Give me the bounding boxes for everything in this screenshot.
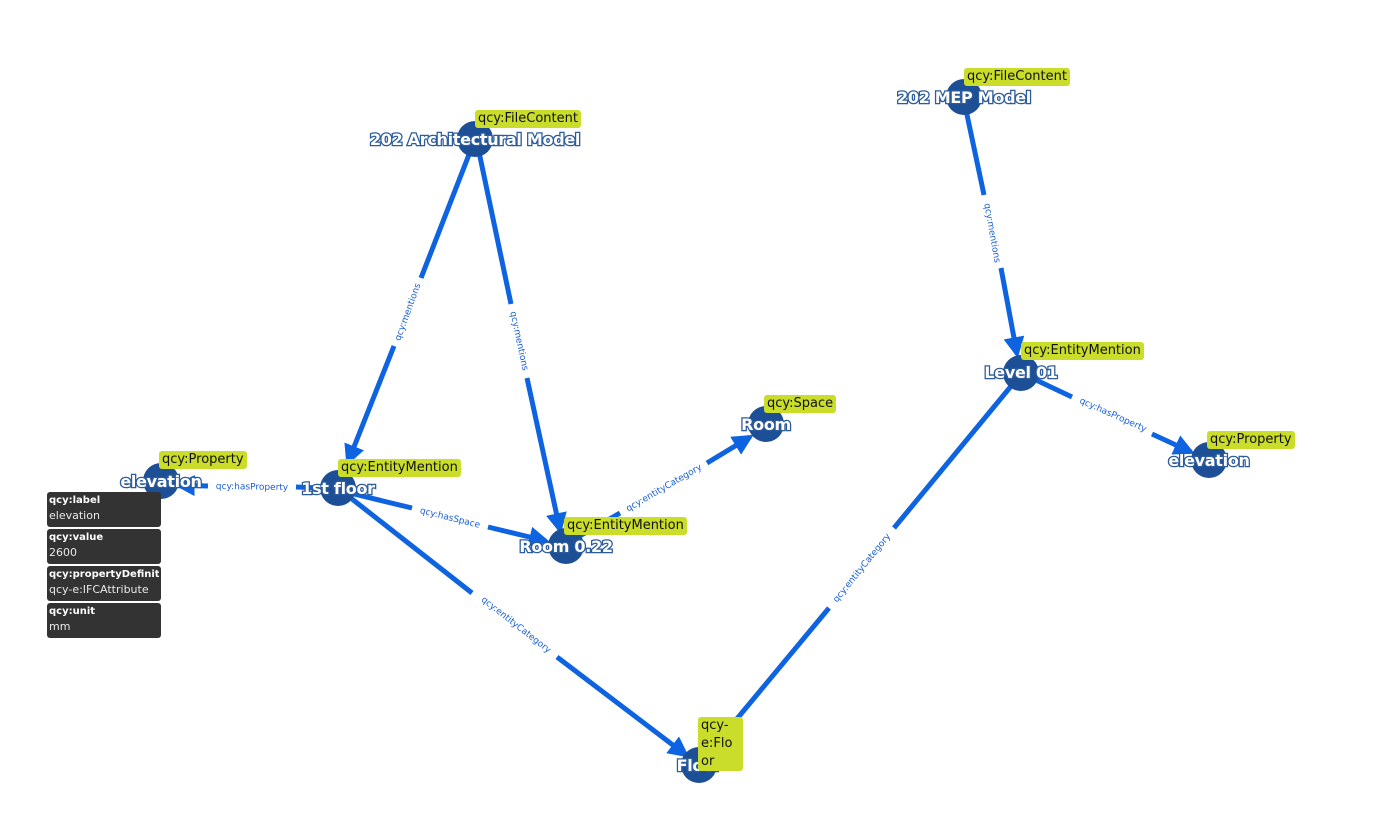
- property-item-value: qcy:value 2600: [47, 529, 161, 564]
- property-item-definition: qcy:propertyDefinition qcy-e:IFCAttribut…: [47, 566, 161, 601]
- property-details-panel: qcy:label elevation qcy:value 2600 qcy:p…: [47, 492, 161, 640]
- node-circle[interactable]: [1191, 442, 1227, 478]
- property-key: qcy:propertyDefinition: [49, 569, 159, 580]
- edge-label: qcy:mentions: [981, 203, 1001, 264]
- node-circle[interactable]: [143, 463, 179, 499]
- node-first-floor[interactable]: 1st floor: [300, 470, 377, 506]
- type-tag-elevation-left: qcy:Property: [159, 451, 247, 469]
- node-room-022[interactable]: Room 0.22: [518, 528, 614, 564]
- node-mep-model[interactable]: 202 MEP Model: [896, 79, 1033, 115]
- type-tag-arch-model: qcy:FileContent: [475, 110, 581, 128]
- edge-label: qcy:mentions: [507, 311, 529, 372]
- type-tag-room: qcy:Space: [764, 395, 837, 413]
- property-item-label: qcy:label elevation: [47, 492, 161, 527]
- node-circle[interactable]: [946, 79, 982, 115]
- node-circle[interactable]: [320, 470, 356, 506]
- edge-label: qcy:mentions: [393, 282, 423, 342]
- node-elevation-right[interactable]: elevation: [1167, 442, 1251, 478]
- edge-label: qcy:hasProperty: [216, 482, 289, 493]
- edge-first-floor-hasproperty[interactable]: qcy:hasProperty: [173, 475, 322, 497]
- edges: qcy:mentions qcy:mentions qcy:mentions q…: [173, 109, 1195, 758]
- edge-label: qcy:hasProperty: [1078, 396, 1149, 435]
- edge-arch-mentions-first-floor[interactable]: qcy:mentions: [344, 151, 473, 466]
- property-value: 2600: [49, 546, 77, 559]
- node-circle[interactable]: [748, 406, 784, 442]
- node-circle[interactable]: [1003, 355, 1039, 391]
- edge-level-hasproperty[interactable]: qcy:hasProperty: [1034, 377, 1195, 455]
- edge-label: qcy:entityCategory: [832, 531, 894, 604]
- property-value: mm: [49, 620, 71, 633]
- property-value: qcy-e:IFCAttribute: [49, 583, 149, 596]
- node-circle[interactable]: [457, 121, 493, 157]
- node-label: 1st floor: [301, 479, 375, 498]
- node-label: Level 01: [984, 363, 1057, 382]
- edge-label: qcy:entityCategory: [625, 462, 705, 514]
- type-tag-floor: qcy-e:Floor: [698, 717, 743, 771]
- node-level-01[interactable]: Level 01: [983, 355, 1059, 391]
- property-key: qcy:label: [49, 495, 101, 506]
- property-key: qcy:unit: [49, 606, 96, 617]
- node-room[interactable]: Room: [740, 406, 792, 442]
- type-tag-first-floor: qcy:EntityMention: [338, 459, 461, 477]
- property-item-unit: qcy:unit mm: [47, 603, 161, 638]
- node-elevation-left[interactable]: elevation: [119, 463, 203, 499]
- type-tag-elevation-right: qcy:Property: [1207, 431, 1295, 449]
- nodes: 202 Architectural Model 202 MEP Model 1s…: [119, 79, 1251, 783]
- node-label: 202 Architectural Model: [370, 130, 580, 149]
- edge-level-category[interactable]: qcy:entityCategory: [708, 383, 1014, 754]
- type-tag-room-022: qcy:EntityMention: [564, 517, 687, 535]
- property-key: qcy:value: [49, 532, 104, 543]
- edge-label: qcy:hasSpace: [419, 506, 482, 531]
- property-value: elevation: [49, 509, 100, 522]
- node-label: elevation: [1168, 451, 1249, 470]
- node-label: elevation: [120, 472, 201, 491]
- node-circle[interactable]: [548, 528, 584, 564]
- node-arch-model[interactable]: 202 Architectural Model: [369, 121, 582, 157]
- edge-arch-mentions-room[interactable]: qcy:mentions: [476, 151, 567, 535]
- node-label: Room: [741, 415, 791, 434]
- node-label: 202 MEP Model: [897, 88, 1031, 107]
- type-tag-mep-model: qcy:FileContent: [964, 68, 1070, 86]
- edge-first-floor-hasspace[interactable]: qcy:hasSpace: [353, 491, 551, 548]
- edge-label: qcy:entityCategory: [479, 595, 553, 656]
- edge-mep-mentions-level[interactable]: qcy:mentions: [963, 109, 1025, 359]
- type-tag-level-01: qcy:EntityMention: [1021, 342, 1144, 360]
- node-label: Room 0.22: [519, 537, 612, 556]
